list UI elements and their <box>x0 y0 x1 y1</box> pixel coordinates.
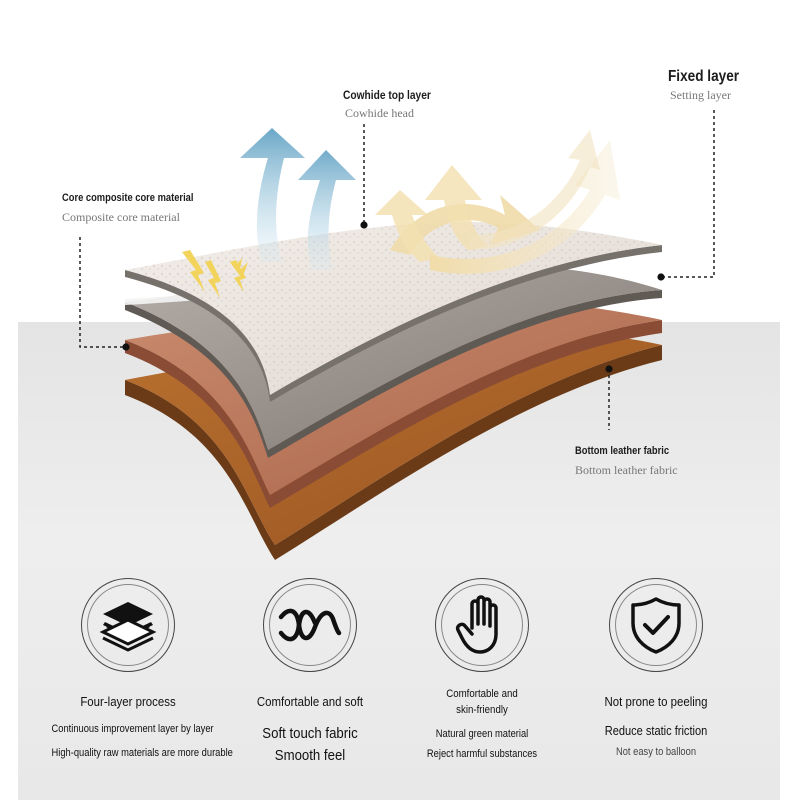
feature-icon-circle <box>81 578 175 672</box>
layers-icon <box>99 602 157 652</box>
feature-line1: Natural green material <box>435 728 529 740</box>
breathable-arrows-blue <box>240 128 356 270</box>
static-spark-icon <box>182 250 248 298</box>
bottom-subtitle: Bottom leather fabric <box>575 463 678 477</box>
hand-icon <box>455 595 498 654</box>
feature-four-layer: Four-layer process Continuous improvemen… <box>38 578 233 759</box>
breathable-arrows-gold <box>375 130 620 274</box>
cowhide-label: Cowhide top layer Cowhide head <box>343 88 446 121</box>
feature-title: Comfortable and soft <box>256 694 364 709</box>
fixed-layer-subtitle: Setting layer <box>670 88 731 102</box>
wave-icon <box>278 608 342 642</box>
feature-title: Comfortable and skin-friendly <box>403 686 561 718</box>
feature-icon-circle <box>609 578 703 672</box>
feature-line2: High-quality raw materials are more dura… <box>51 747 233 759</box>
cowhide-subtitle: Cowhide head <box>345 106 414 120</box>
fixed-layer-title: Fixed layer <box>668 68 740 85</box>
feature-comfortable-soft: Comfortable and soft Soft touch fabric S… <box>220 578 400 767</box>
cowhide-title: Cowhide top layer <box>343 88 431 102</box>
feature-icon-circle <box>263 578 357 672</box>
feature-line2: Not easy to balloon <box>615 746 697 758</box>
feature-line2: Smooth feel <box>274 747 346 764</box>
feature-title-line2: skin-friendly <box>456 704 508 716</box>
core-label: Core composite core material Composite c… <box>62 192 217 225</box>
feature-line1: Reduce static friction <box>604 723 708 738</box>
bottom-label: Bottom leather fabric Bottom leather fab… <box>575 445 686 478</box>
feature-title-line1: Comfortable and <box>446 688 518 700</box>
feature-line1: Continuous improvement layer by layer <box>51 723 214 735</box>
fixed-layer-label: Fixed layer Setting layer <box>668 68 752 103</box>
feature-not-peeling: Not prone to peeling Reduce static frict… <box>566 578 746 758</box>
feature-title: Not prone to peeling <box>604 694 708 709</box>
feature-title: Four-layer process <box>80 694 176 709</box>
leader-lines <box>79 110 715 430</box>
feature-icon-circle <box>435 578 529 672</box>
shield-check-icon <box>631 597 681 654</box>
feature-skin-friendly: Comfortable and skin-friendly Natural gr… <box>392 578 572 760</box>
core-title: Core composite core material <box>62 192 194 204</box>
top-cowhide-layer <box>125 222 662 402</box>
leader-dots <box>122 221 665 373</box>
feature-line2: Reject harmful substances <box>426 748 538 760</box>
bottom-title: Bottom leather fabric <box>575 445 670 457</box>
feature-line1: Soft touch fabric <box>262 725 358 742</box>
core-subtitle: Composite core material <box>62 210 180 224</box>
